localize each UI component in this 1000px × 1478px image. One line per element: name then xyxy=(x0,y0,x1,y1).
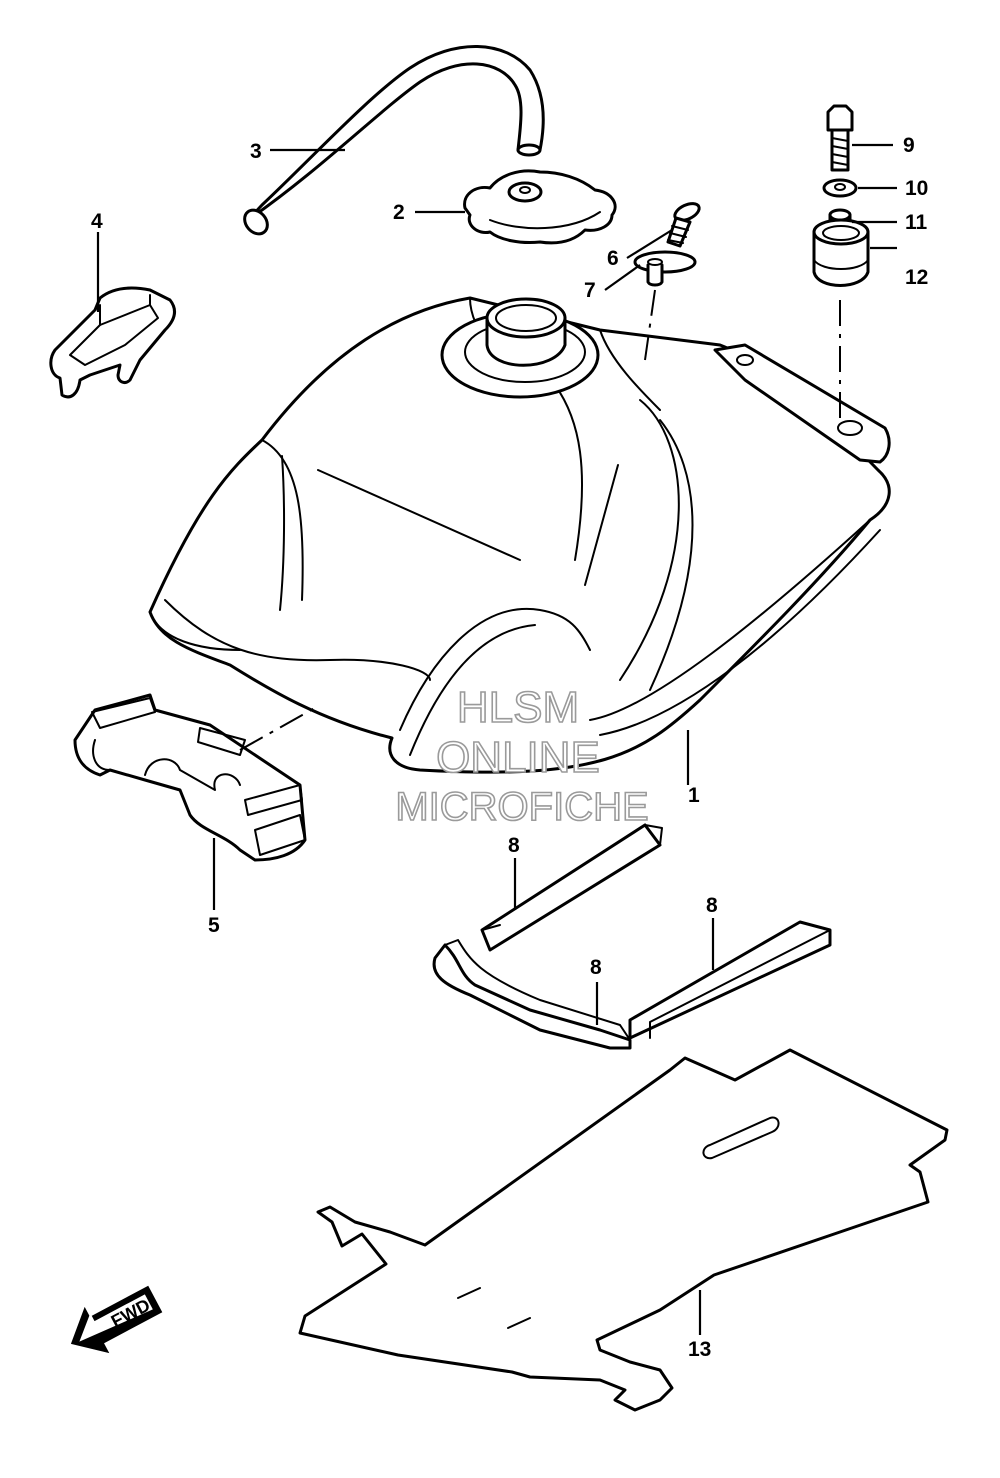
cushion-strip-upper xyxy=(480,823,663,952)
leader-lines xyxy=(96,143,897,1335)
callout-2: 2 xyxy=(393,201,405,224)
bracket xyxy=(49,286,177,399)
watermark-line-3: MICROFICHE xyxy=(395,785,648,829)
callout-10: 10 xyxy=(905,177,928,200)
cushion-strip-right xyxy=(628,920,832,1040)
callout-8-right: 8 xyxy=(706,894,718,917)
assembly-line-washer xyxy=(644,289,656,361)
callout-8-upper: 8 xyxy=(508,834,520,857)
watermark-line-2: ONLINE xyxy=(436,733,600,782)
heat-shield xyxy=(298,1048,949,1412)
callout-7: 7 xyxy=(584,279,596,302)
assembly-line-holder xyxy=(239,704,321,751)
callout-8-lower: 8 xyxy=(590,956,602,979)
bolt xyxy=(826,104,854,172)
cushion-strip-lower xyxy=(432,939,632,1050)
fuel-tank xyxy=(148,296,891,774)
breather-hose xyxy=(243,45,545,236)
callout-12: 12 xyxy=(905,266,928,289)
watermark: HLSM ONLINE MICROFICHE xyxy=(395,682,650,830)
holder xyxy=(73,693,307,862)
callout-1: 1 xyxy=(688,784,700,807)
callout-4: 4 xyxy=(91,210,103,233)
lock-washer xyxy=(822,178,858,198)
callout-11: 11 xyxy=(905,211,928,234)
washer xyxy=(633,250,697,287)
callout-9: 9 xyxy=(903,134,915,157)
fuel-cap xyxy=(463,169,617,245)
watermark-line-1: HLSM xyxy=(457,683,579,732)
callout-13: 13 xyxy=(688,1338,711,1361)
cushion xyxy=(812,218,870,287)
callout-6: 6 xyxy=(607,247,619,270)
fwd-arrow: FWD xyxy=(70,1285,163,1354)
callout-5: 5 xyxy=(208,914,220,937)
screw xyxy=(666,202,701,248)
callout-3: 3 xyxy=(250,140,262,163)
